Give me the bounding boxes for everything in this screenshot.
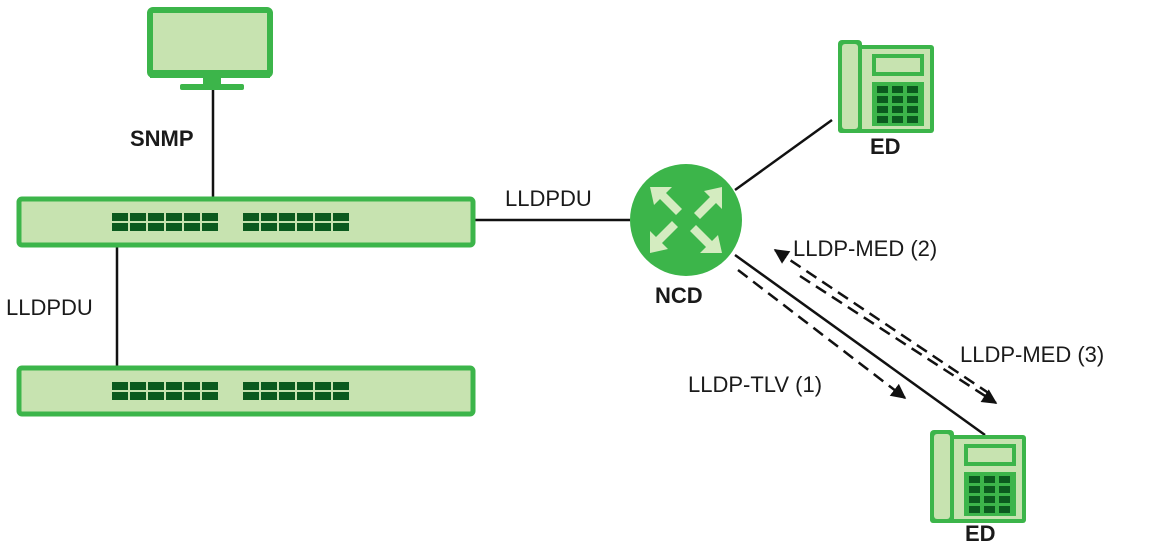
top-switch-ports	[112, 213, 349, 231]
lldp-med-2-label: LLDP-MED (2)	[793, 236, 937, 261]
switch-port	[297, 213, 313, 221]
lldpdu-left-label: LLDPDU	[6, 295, 93, 320]
lldp-arrows	[737, 248, 998, 405]
bottom-switch-ports	[112, 382, 349, 400]
switch-port	[333, 392, 349, 400]
switch-port	[148, 223, 164, 231]
ed-bottom-label: ED	[965, 521, 996, 546]
lldpdu-top-label: LLDPDU	[505, 186, 592, 211]
switch-port	[184, 213, 200, 221]
switch-port	[112, 223, 128, 231]
lldp-tlv-1-label: LLDP-TLV (1)	[688, 372, 822, 397]
switch-port	[297, 223, 313, 231]
switch-port	[333, 223, 349, 231]
switch-port	[184, 382, 200, 390]
ncd-to-ed-top-link	[734, 118, 833, 192]
switch-port	[279, 223, 295, 231]
switch-port	[243, 382, 259, 390]
switch-port	[148, 392, 164, 400]
switch-port	[202, 213, 218, 221]
switch-port	[243, 213, 259, 221]
switch-port	[166, 223, 182, 231]
top-switch-body	[16, 196, 476, 248]
switch-port	[315, 382, 331, 390]
switch-port	[166, 382, 182, 390]
switch-icon	[16, 196, 476, 248]
switch-icon	[16, 365, 476, 417]
switch-port	[112, 392, 128, 400]
switch-port	[261, 213, 277, 221]
ed-top-label: ED	[870, 134, 901, 159]
switch-port	[148, 213, 164, 221]
switch-port	[202, 392, 218, 400]
ncd-to-ed-bottom-link	[734, 253, 986, 437]
switch-port	[112, 382, 128, 390]
switch-port	[130, 382, 146, 390]
switch-port	[333, 213, 349, 221]
switch-port	[130, 392, 146, 400]
lldp-med-3-arrow	[799, 274, 998, 405]
switch-port	[261, 223, 277, 231]
switch-port	[184, 392, 200, 400]
switch-port	[315, 223, 331, 231]
switch-port	[112, 213, 128, 221]
switch-port	[243, 223, 259, 231]
lldp-med-2-arrow	[773, 248, 991, 396]
switch-port	[166, 392, 182, 400]
switch-port	[202, 382, 218, 390]
switch-port	[148, 382, 164, 390]
snmp-label: SNMP	[130, 126, 194, 151]
switch-port	[243, 392, 259, 400]
switch-port	[261, 392, 277, 400]
monitor-icon	[147, 7, 273, 90]
lldp-med-3-label: LLDP-MED (3)	[960, 342, 1104, 367]
ip-phone-icon	[930, 430, 1026, 523]
switch-port	[130, 223, 146, 231]
switch-port	[261, 382, 277, 390]
lldp-tlv-arrow	[737, 269, 907, 399]
switch-port	[279, 392, 295, 400]
switch-port	[202, 223, 218, 231]
ip-phone-icon	[838, 40, 934, 133]
switch-port	[279, 382, 295, 390]
router-icon	[630, 164, 742, 276]
switch-port	[297, 392, 313, 400]
switch-port	[184, 223, 200, 231]
ncd-label: NCD	[655, 283, 703, 308]
switch-port	[315, 392, 331, 400]
bottom-switch-body	[16, 365, 476, 417]
switch-port	[333, 382, 349, 390]
switch-port	[297, 382, 313, 390]
switch-port	[279, 213, 295, 221]
switch-port	[315, 213, 331, 221]
switch-port	[130, 213, 146, 221]
switch-port	[166, 213, 182, 221]
